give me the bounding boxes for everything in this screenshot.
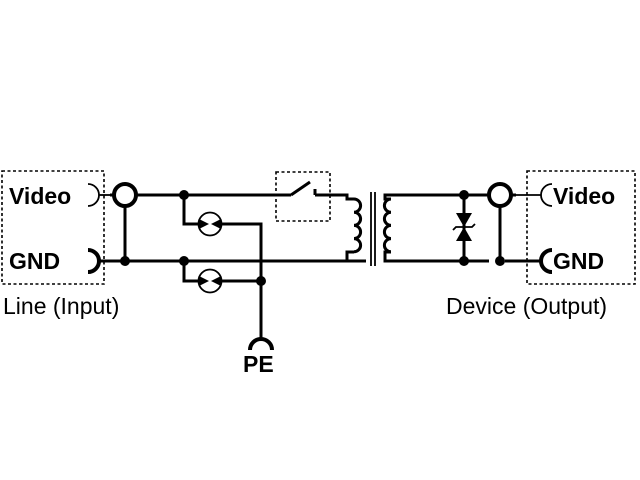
device-gnd-connector xyxy=(539,248,553,274)
pe-earth-connection xyxy=(248,281,274,351)
transformer-secondary-wiring xyxy=(383,193,489,263)
signal-line xyxy=(136,190,276,200)
transformer-secondary-coil xyxy=(382,197,392,254)
switch-element xyxy=(275,171,331,222)
device-video-label: Video xyxy=(553,183,615,209)
transformer-primary-coil xyxy=(353,197,363,254)
line-input-dashed-box xyxy=(1,170,105,285)
line-video-label: Video xyxy=(9,183,71,209)
device-video-connector xyxy=(540,183,553,207)
input-coax-symbol xyxy=(110,182,138,266)
device-output-block: Video GND xyxy=(516,170,636,285)
device-output-dashed-box xyxy=(526,170,636,285)
transformer-core xyxy=(370,192,376,266)
gas-discharge-tube-upper xyxy=(182,195,263,281)
ground-line-input xyxy=(110,256,366,266)
line-video-connector xyxy=(87,183,100,207)
device-output-caption: Device (Output) xyxy=(446,293,607,319)
tvs-diode xyxy=(452,190,476,266)
gas-discharge-tube-lower xyxy=(182,261,266,294)
line-gnd-label: GND xyxy=(9,248,60,274)
device-gnd-label: GND xyxy=(553,248,604,274)
line-gnd-connector xyxy=(87,248,101,274)
line-input-caption: Line (Input) xyxy=(3,293,119,319)
line-input-block: Video GND xyxy=(1,170,110,285)
pe-label: PE xyxy=(243,351,274,377)
output-coax-symbol xyxy=(487,182,541,266)
transformer-primary-wiring xyxy=(330,193,366,263)
